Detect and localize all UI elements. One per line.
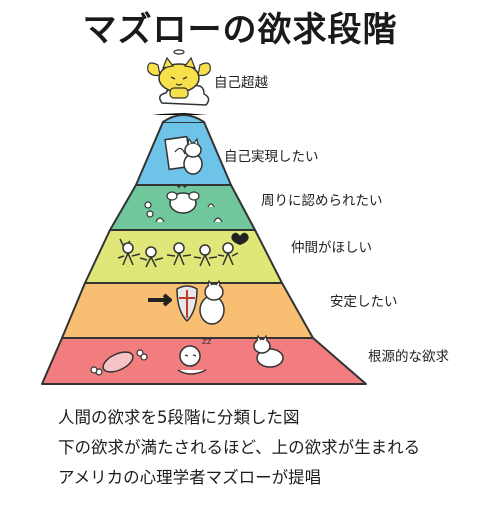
level-label-physiological: 根源的な欲求 (368, 349, 449, 365)
level-label-self-transcendence: 自己超越 (214, 75, 268, 91)
caption-line-2: 下の欲求が満たされるほど、上の欲求が生まれる (58, 438, 421, 457)
cats-holding-hands-icon (117, 232, 249, 268)
level-band-physiological (41, 337, 367, 385)
cat-painting-icon (164, 135, 203, 175)
level-band-1 (152, 113, 207, 115)
level-label-self-actualization: 自己実現したい (224, 149, 319, 165)
caption-line-3: アメリカの心理学者マズローが提唱 (58, 468, 322, 487)
level-label-esteem: 周りに認められたい (261, 193, 383, 209)
level-label-belonging: 仲間がほしい (291, 240, 372, 256)
caption-line-1: 人間の欲求を5段階に分類した図 (58, 408, 300, 427)
svg-text:✦✦: ✦✦ (176, 183, 188, 191)
sleep-zz-text: zz (202, 337, 212, 347)
applauded-cat-icon: ✦✦ (144, 183, 223, 223)
food-sleep-cat-icon: zz (90, 334, 284, 376)
winged-cat-on-cloud-icon (147, 49, 211, 106)
cat-with-shield-icon (148, 279, 225, 325)
level-label-safety: 安定したい (330, 294, 398, 310)
pyramid-apex (162, 114, 205, 123)
page-title: マズローの欲求段階 (82, 10, 398, 50)
